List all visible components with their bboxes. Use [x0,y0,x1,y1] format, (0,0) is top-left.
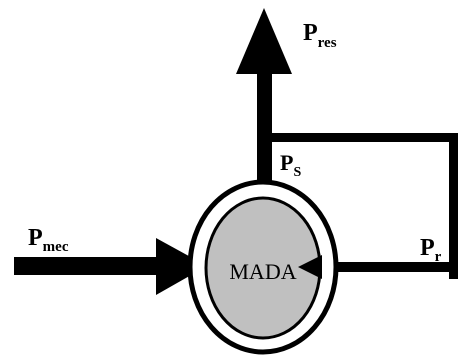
p-r-main: P [420,235,435,261]
p-res-sub: res [318,35,337,51]
p-mec-label: Pmec [28,225,69,255]
p-res-shaft [257,62,272,186]
loop-top-line [272,133,458,142]
p-mec-arrowhead [156,238,207,295]
p-r-sub: r [435,249,442,265]
p-s-main: P [280,150,293,175]
p-res-label: Pres [303,20,337,51]
loop-right-line [449,133,458,279]
p-mec-sub: mec [43,239,69,255]
p-s-label: PS [280,150,301,180]
p-mec-shaft [14,257,164,275]
p-res-main: P [303,20,318,46]
machine-label: MADA [229,259,296,284]
p-res-arrowhead [236,8,292,74]
p-mec-main: P [28,225,43,251]
p-r-arrowhead [298,255,322,279]
p-r-label: Pr [420,235,442,265]
p-r-line [318,262,458,272]
p-s-sub: S [293,165,301,180]
